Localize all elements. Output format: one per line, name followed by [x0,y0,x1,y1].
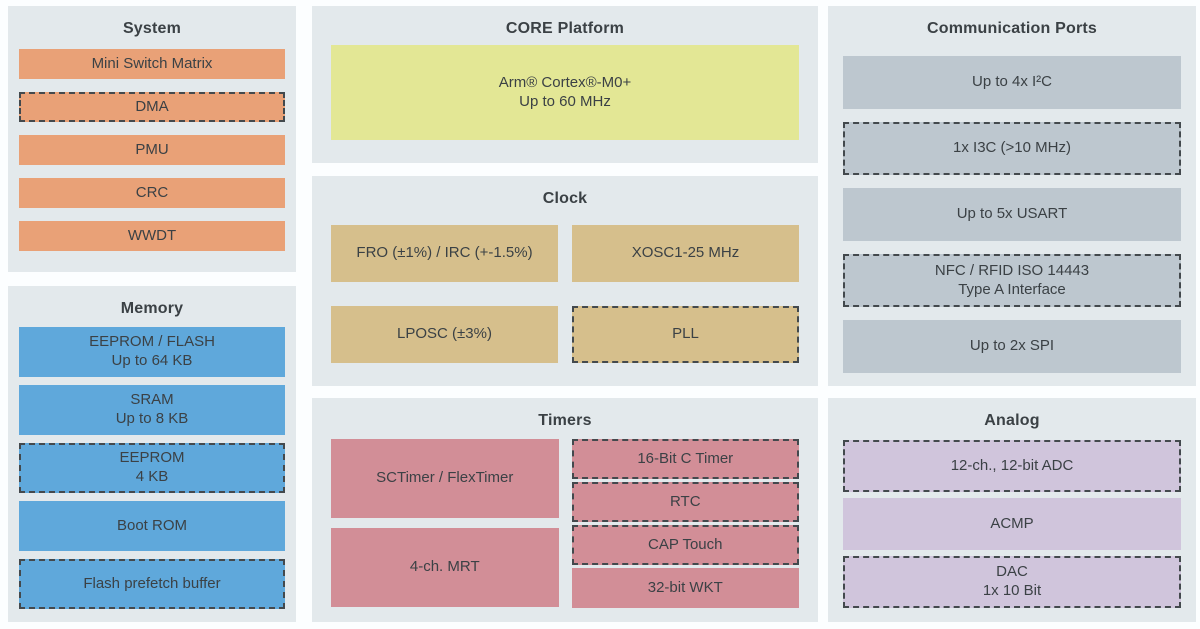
block-4ch-mrt: 4-ch. MRT [331,528,559,607]
timers-right-column: 16-Bit C Timer RTC CAP Touch 32-bit WKT [571,439,799,608]
block-xosc: XOSC1-25 MHz [572,225,799,282]
block-mini-switch-matrix: Mini Switch Matrix [19,49,285,79]
block-spi: Up to 2x SPI [843,320,1181,373]
block-32bit-wkt: 32-bit WKT [571,568,799,608]
panel-title-timers: Timers [538,412,592,429]
panel-title-communication-ports: Communication Ports [926,20,1098,37]
block-i3c: 1x I3C (>10 MHz) [843,122,1181,175]
panel-body-memory: EEPROM / FLASH Up to 64 KB SRAM Up to 8 … [8,319,296,609]
panel-title-clock: Clock [542,190,588,207]
panel-core-platform: CORE Platform Arm® Cortex®-M0+ Up to 60 … [312,6,818,163]
block-pmu: PMU [19,135,285,165]
panel-title-memory: Memory [120,300,184,317]
block-i2c: Up to 4x I²C [843,56,1181,109]
block-eeprom-4kb: EEPROM 4 KB [19,443,285,493]
block-sctimer-flextimer: SCTimer / FlexTimer [331,439,559,518]
panel-timers: Timers SCTimer / FlexTimer 4-ch. MRT 16-… [312,398,818,622]
block-flash-prefetch-buffer: Flash prefetch buffer [19,559,285,609]
block-nfc-rfid: NFC / RFID ISO 14443 Type A Interface [843,254,1181,307]
panel-system: System Mini Switch Matrix DMA PMU CRC WW… [8,6,296,272]
panel-body-system: Mini Switch Matrix DMA PMU CRC WWDT [8,39,296,251]
block-pll: PLL [572,306,799,363]
block-lposc: LPOSC (±3%) [331,306,558,363]
block-dac: DAC 1x 10 Bit [843,556,1181,608]
block-16bit-c-timer: 16-Bit C Timer [571,439,799,479]
block-dma: DMA [19,92,285,122]
panel-body-clock: FRO (±1%) / IRC (+-1.5%) XOSC1-25 MHz LP… [312,209,818,363]
block-fro-irc: FRO (±1%) / IRC (+-1.5%) [331,225,558,282]
timers-left-column: SCTimer / FlexTimer 4-ch. MRT [331,439,559,608]
panel-body-analog: 12-ch., 12-bit ADC ACMP DAC 1x 10 Bit [828,431,1196,608]
panel-communication-ports: Communication Ports Up to 4x I²C 1x I3C … [828,6,1196,386]
block-boot-rom: Boot ROM [19,501,285,551]
block-cap-touch: CAP Touch [571,525,799,565]
panel-title-analog: Analog [984,412,1040,429]
panel-clock: Clock FRO (±1%) / IRC (+-1.5%) XOSC1-25 … [312,176,818,386]
block-wwdt: WWDT [19,221,285,251]
panel-body-communication-ports: Up to 4x I²C 1x I3C (>10 MHz) Up to 5x U… [828,39,1196,373]
block-adc: 12-ch., 12-bit ADC [843,440,1181,492]
block-crc: CRC [19,178,285,208]
panel-memory: Memory EEPROM / FLASH Up to 64 KB SRAM U… [8,286,296,622]
block-rtc: RTC [571,482,799,522]
panel-title-core-platform: CORE Platform [505,20,625,37]
panel-body-timers: SCTimer / FlexTimer 4-ch. MRT 16-Bit C T… [312,431,818,608]
panel-title-system: System [122,20,182,37]
block-eeprom-flash: EEPROM / FLASH Up to 64 KB [19,327,285,377]
block-acmp: ACMP [843,498,1181,550]
block-arm-cortex-m0plus: Arm® Cortex®-M0+ Up to 60 MHz [331,45,799,140]
panel-body-core-platform: Arm® Cortex®-M0+ Up to 60 MHz [312,39,818,140]
block-usart: Up to 5x USART [843,188,1181,241]
block-sram: SRAM Up to 8 KB [19,385,285,435]
panel-analog: Analog 12-ch., 12-bit ADC ACMP DAC 1x 10… [828,398,1196,622]
